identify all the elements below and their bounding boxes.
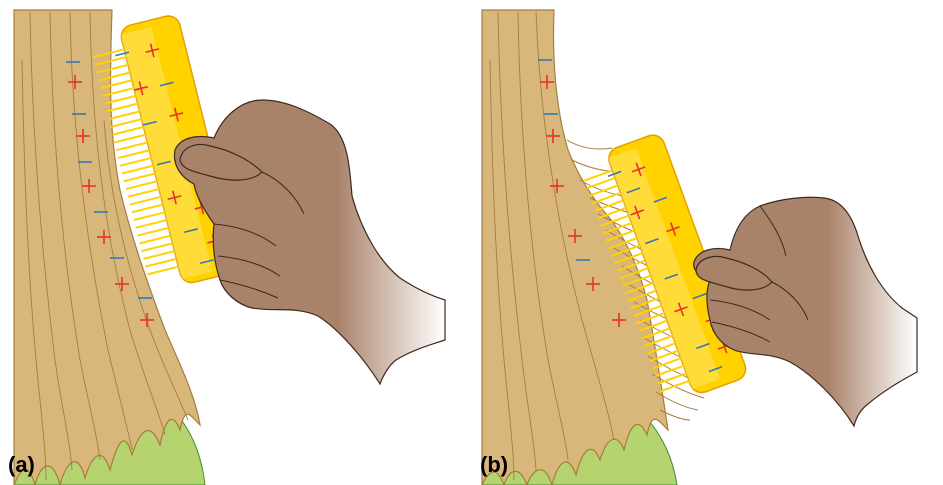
panel-b: (b) xyxy=(472,0,932,485)
panel-a-drawing xyxy=(0,0,460,485)
panel-a-label: (a) xyxy=(8,452,35,478)
hand xyxy=(694,197,917,426)
panel-b-drawing xyxy=(472,0,932,485)
panel-a: (a) xyxy=(0,0,460,485)
hand xyxy=(174,100,445,384)
panel-b-label: (b) xyxy=(480,452,508,478)
